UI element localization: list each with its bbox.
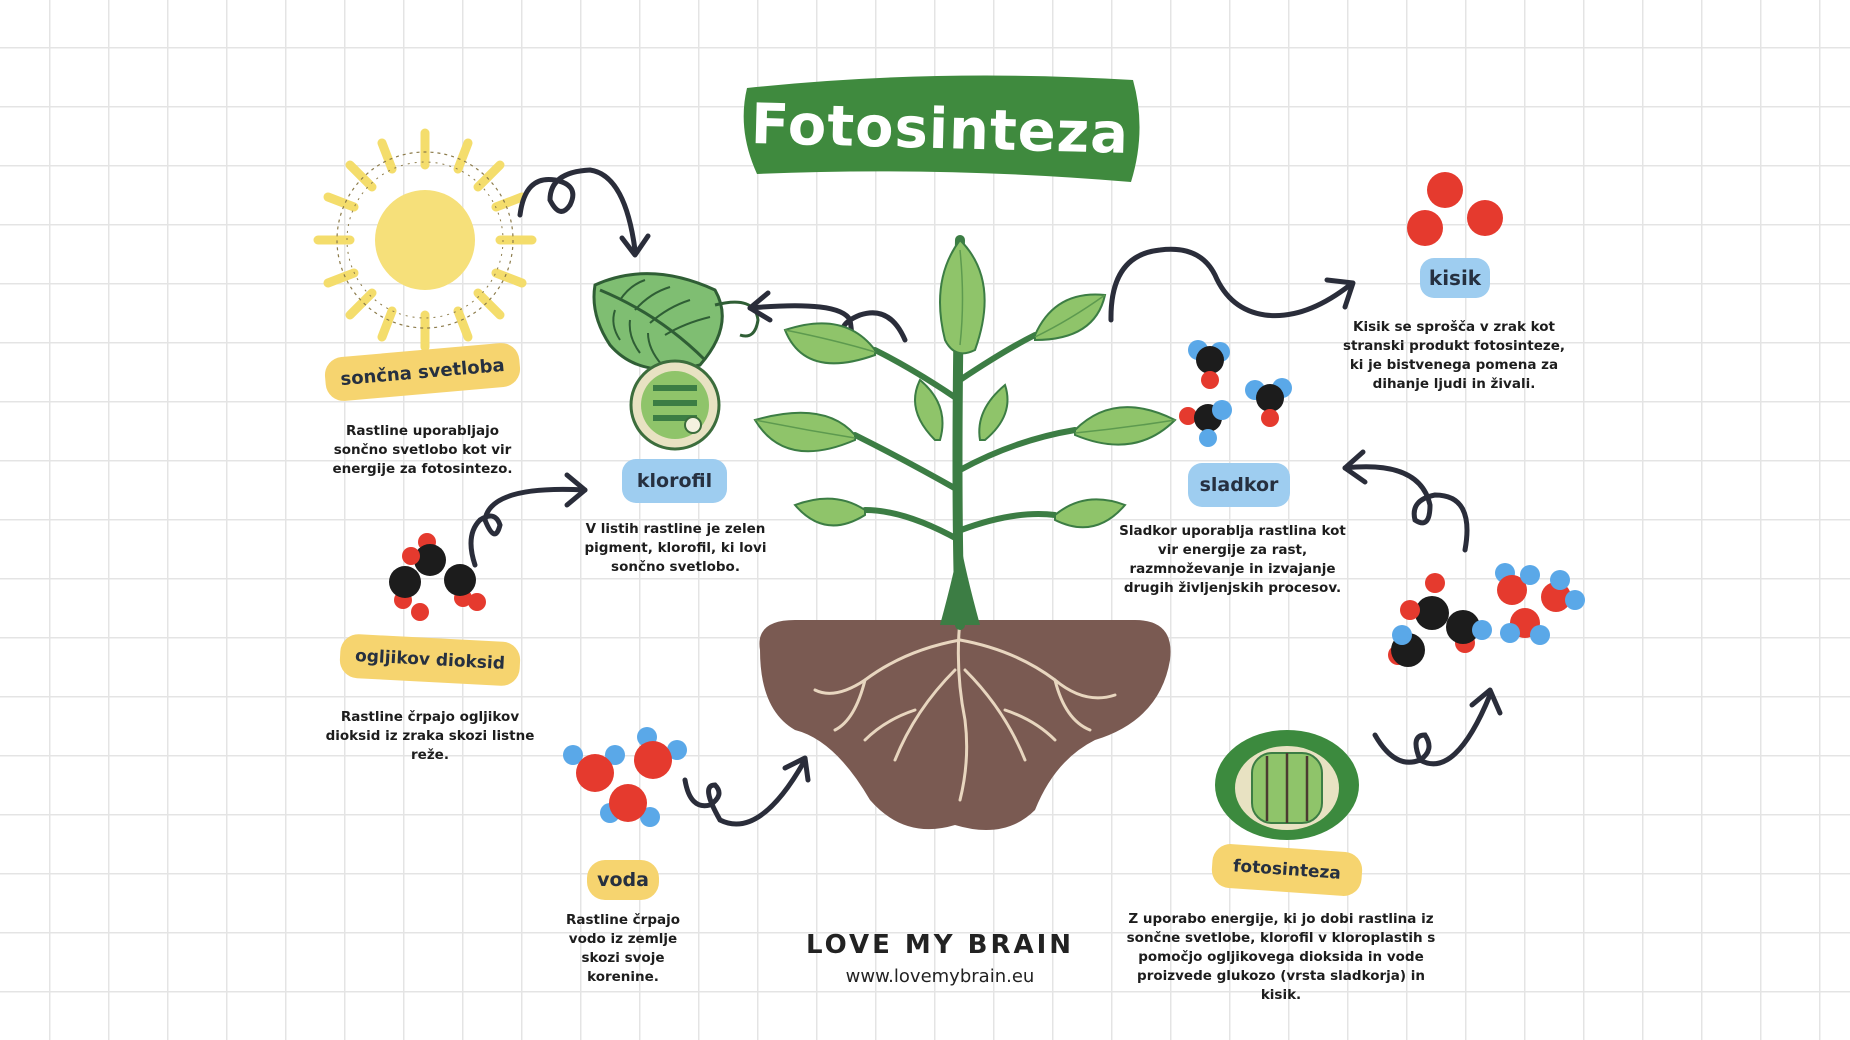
products-molecules-icon <box>1388 563 1585 667</box>
label-water: voda <box>587 860 659 900</box>
arrow-sun-to-leaf <box>517 167 651 258</box>
label-oxygen: kisik <box>1420 258 1490 298</box>
banner-shape <box>743 75 1140 182</box>
brand-url: www.lovemybrain.eu <box>845 966 1035 987</box>
label-co2: ogljikov dioksid <box>338 633 522 687</box>
brand-name: LOVE MY BRAIN <box>805 930 1075 960</box>
arrow-co2-to-leaf <box>468 472 588 568</box>
label-chlorophyll: klorofil <box>622 459 727 503</box>
desc-chlorophyll: V listih rastline je zelen pigment, klor… <box>584 521 767 575</box>
leaf-icon <box>592 272 760 371</box>
label-photosynthesis: fotosinteza <box>1210 842 1364 898</box>
arrow-products-to-sugar <box>1342 449 1470 553</box>
desc-water: Rastline črpajo vodo iz zemlje skozi svo… <box>565 912 681 985</box>
arrow-chloroplast-to-products <box>1372 687 1503 767</box>
label-oxygen-text: kisik <box>1428 266 1482 290</box>
desc-oxygen: Kisik se sprošča v zrak kot stranski pro… <box>1342 319 1566 392</box>
desc-sun: Rastline uporabljajo sončno svetlobo kot… <box>332 423 513 477</box>
label-water-text: voda <box>597 869 649 891</box>
desc-photosynthesis: Z uporabo energije, ki jo dobi rastlina … <box>1126 911 1436 1003</box>
chloroplast-cell-icon <box>1215 730 1359 840</box>
desc-co2: Rastline črpajo ogljikov dioksid iz zrak… <box>325 709 535 763</box>
label-chlorophyll-text: klorofil <box>636 470 713 492</box>
oxygen-molecules-icon <box>1407 172 1503 246</box>
title-banner: Fotosinteza <box>735 70 1145 188</box>
sugar-molecules-icon <box>1179 340 1292 447</box>
label-co2-text: ogljikov dioksid <box>354 646 506 674</box>
plant-icon <box>753 235 1177 830</box>
label-sun-text: sončna svetloba <box>339 354 506 390</box>
label-photosynthesis-text: fotosinteza <box>1232 856 1342 884</box>
arrow-plant-to-oxygen <box>1108 246 1356 323</box>
arrow-water-to-roots <box>682 755 811 827</box>
chloroplast-icon <box>629 359 721 451</box>
label-sugar-text: sladkor <box>1199 474 1279 496</box>
desc-sugar: Sladkor uporablja rastlina kot vir energ… <box>1119 523 1346 596</box>
co2-molecules-icon <box>389 533 486 621</box>
water-molecules-icon <box>563 727 687 827</box>
label-sugar: sladkor <box>1188 463 1290 507</box>
page-title: Fotosinteza <box>750 91 1130 167</box>
sun-icon <box>313 128 537 352</box>
